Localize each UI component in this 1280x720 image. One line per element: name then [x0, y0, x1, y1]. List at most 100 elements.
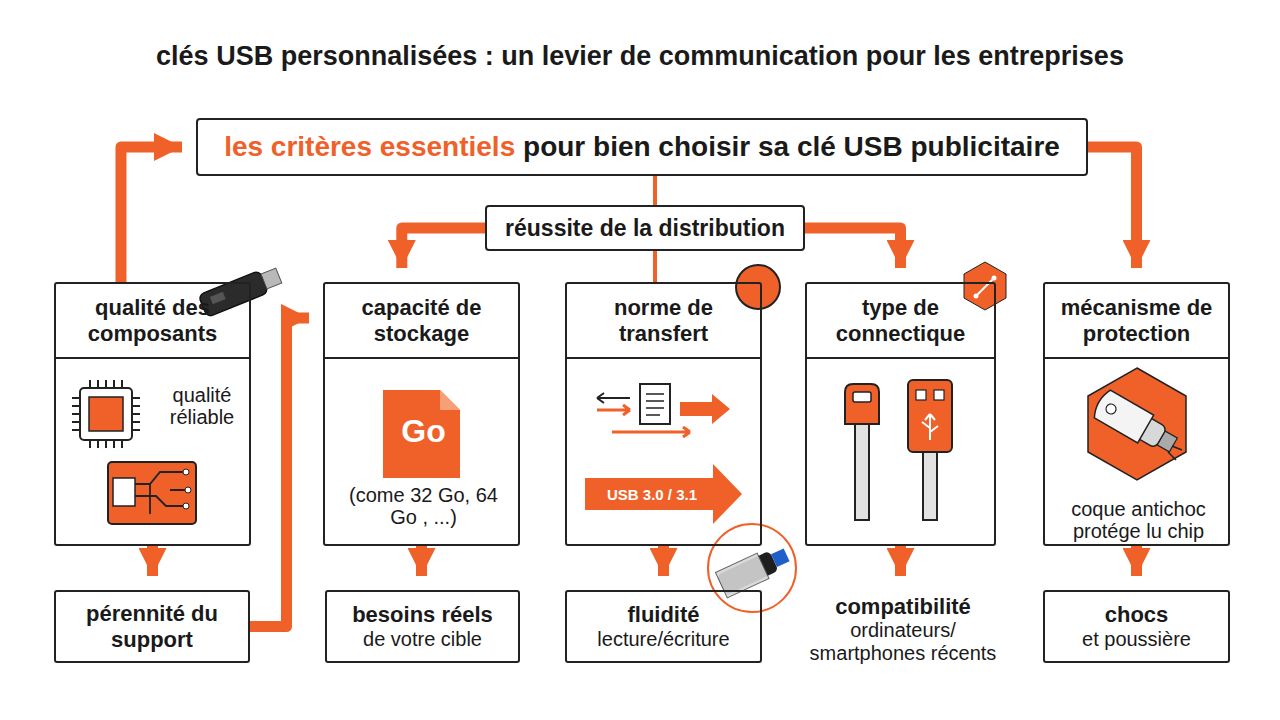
protection-icon	[1088, 368, 1186, 480]
flow-arrow	[895, 546, 906, 576]
usb-a-cable	[923, 452, 937, 520]
speed-arrow	[585, 464, 742, 524]
protection-icon	[1088, 368, 1186, 480]
box-title: type de connectique	[815, 295, 986, 346]
box-body: ordinateurs/ smartphones récents	[791, 619, 1015, 665]
criterion-box: capacité de stockageGo (come 32 Go, 64 Go…	[323, 282, 520, 546]
usb-stick	[261, 268, 282, 289]
circuit-board-icon	[185, 487, 191, 493]
transfer-icon	[680, 394, 730, 424]
flow-arrow	[658, 546, 669, 576]
transfer-icon	[597, 405, 630, 415]
text-slot: qualité réliable	[156, 384, 248, 428]
box-header: norme de transfert	[567, 284, 760, 359]
circuit-board-icon	[183, 503, 189, 509]
criterion-box: mécanisme de protection coque antichoc pr…	[1043, 282, 1230, 546]
usb-stick-badge	[771, 548, 790, 567]
protection-icon	[1168, 446, 1182, 460]
outcome-box: pérennité du support	[54, 590, 250, 663]
box-body: pour bien choisir sa clé USB publicitair…	[523, 131, 1060, 163]
file-icon	[440, 390, 460, 410]
diagram-title: clés USB personnalisées : un levier de c…	[0, 40, 1280, 72]
flow-arrow	[121, 147, 182, 282]
chip-icon	[80, 388, 132, 440]
transfer-icon	[612, 427, 690, 437]
connector-line	[653, 176, 657, 205]
box-title: besoins réels	[352, 602, 493, 627]
outcome-text: compatibilitéordinateurs/ smartphones ré…	[787, 590, 1019, 678]
transfer-icon	[640, 384, 670, 424]
flow-arrow	[147, 546, 158, 576]
chip-icon	[72, 380, 140, 448]
connector-line	[653, 251, 657, 282]
chip-icon	[72, 380, 140, 448]
icon-label: Go	[385, 414, 462, 449]
transfer-icon	[646, 394, 664, 415]
flow-arrow	[416, 546, 427, 576]
flow-arrow	[1088, 147, 1137, 268]
box-title: réussite de la distribution	[505, 215, 785, 242]
hexagon-badge	[964, 262, 1006, 310]
hexagon-badge	[964, 262, 1006, 310]
box-body: de votre cible	[363, 628, 482, 651]
box-title: norme de transfert	[575, 295, 752, 346]
hexagon-badge	[976, 278, 994, 296]
micro-usb-cable	[855, 424, 869, 520]
box-body: lecture/écriture	[597, 628, 729, 651]
usb-stick-badge	[708, 524, 796, 612]
icon-label: USB 3.0 / 3.1	[589, 487, 715, 504]
box-header: capacité de stockage	[325, 284, 518, 359]
usb-a-cable	[934, 390, 944, 400]
flow-arrow	[1131, 546, 1142, 576]
outcome-box: fluiditélecture/écriture	[565, 590, 762, 663]
protection-icon	[1091, 388, 1154, 443]
usb-a-cable	[916, 390, 926, 400]
box-body: (come 32 Go, 64 Go , ...)	[333, 484, 514, 528]
usb-a-cable	[908, 380, 952, 452]
box-title: qualité des composants	[64, 295, 241, 346]
orange-dot	[736, 265, 780, 309]
orange-dot	[736, 265, 780, 309]
micro-usb-cable	[853, 392, 871, 402]
criterion-box: norme de transfertUSB 3.0 / 3.1	[565, 282, 762, 546]
circuit-board-icon	[108, 462, 196, 524]
text-slot: coque antichoc protége lu chip	[1050, 498, 1227, 542]
box-title: les critères essentiels	[224, 131, 515, 163]
speed-arrow	[585, 464, 742, 524]
outcome-box: chocset poussière	[1043, 590, 1230, 663]
chip-icon	[89, 397, 123, 431]
text-slot: Go	[385, 414, 462, 449]
circuit-board-icon	[135, 472, 188, 514]
criterion-box: qualité des composants qualité réliable	[54, 282, 251, 546]
box-header: type de connectique	[807, 284, 994, 359]
box-body: qualité réliable	[156, 384, 248, 428]
hexagon-badge	[974, 294, 979, 299]
circuit-board-icon	[108, 462, 196, 524]
micro-usb-cable	[845, 384, 879, 424]
flow-arrow	[805, 228, 901, 268]
box-header: qualité des composants	[56, 284, 249, 359]
circuit-board-icon	[113, 478, 135, 506]
hub-box: réussite de la distribution	[485, 205, 805, 251]
box-title: pérennité du support	[64, 601, 240, 652]
protection-icon	[1157, 431, 1177, 452]
text-slot: USB 3.0 / 3.1	[589, 487, 715, 504]
flow-arrow	[250, 318, 309, 627]
transfer-icon	[597, 384, 730, 437]
box-body: coque antichoc protége lu chip	[1050, 498, 1227, 542]
protection-icon	[1104, 402, 1118, 416]
outcome-box: besoins réelsde votre cible	[325, 590, 520, 663]
usb-a-cable	[908, 380, 952, 520]
box-header: mécanisme de protection	[1045, 284, 1228, 359]
usb-stick-badge	[708, 524, 796, 612]
box-title: mécanisme de protection	[1053, 295, 1220, 346]
box-title: compatibilité	[835, 594, 971, 619]
protection-icon	[1091, 388, 1181, 459]
micro-usb-cable	[845, 384, 879, 520]
flow-arrow	[402, 228, 485, 268]
usb-a-cable	[922, 414, 938, 440]
box-title: capacité de stockage	[333, 295, 510, 346]
box-title: chocs	[1105, 602, 1169, 627]
criterion-box: type de connectique	[805, 282, 996, 546]
